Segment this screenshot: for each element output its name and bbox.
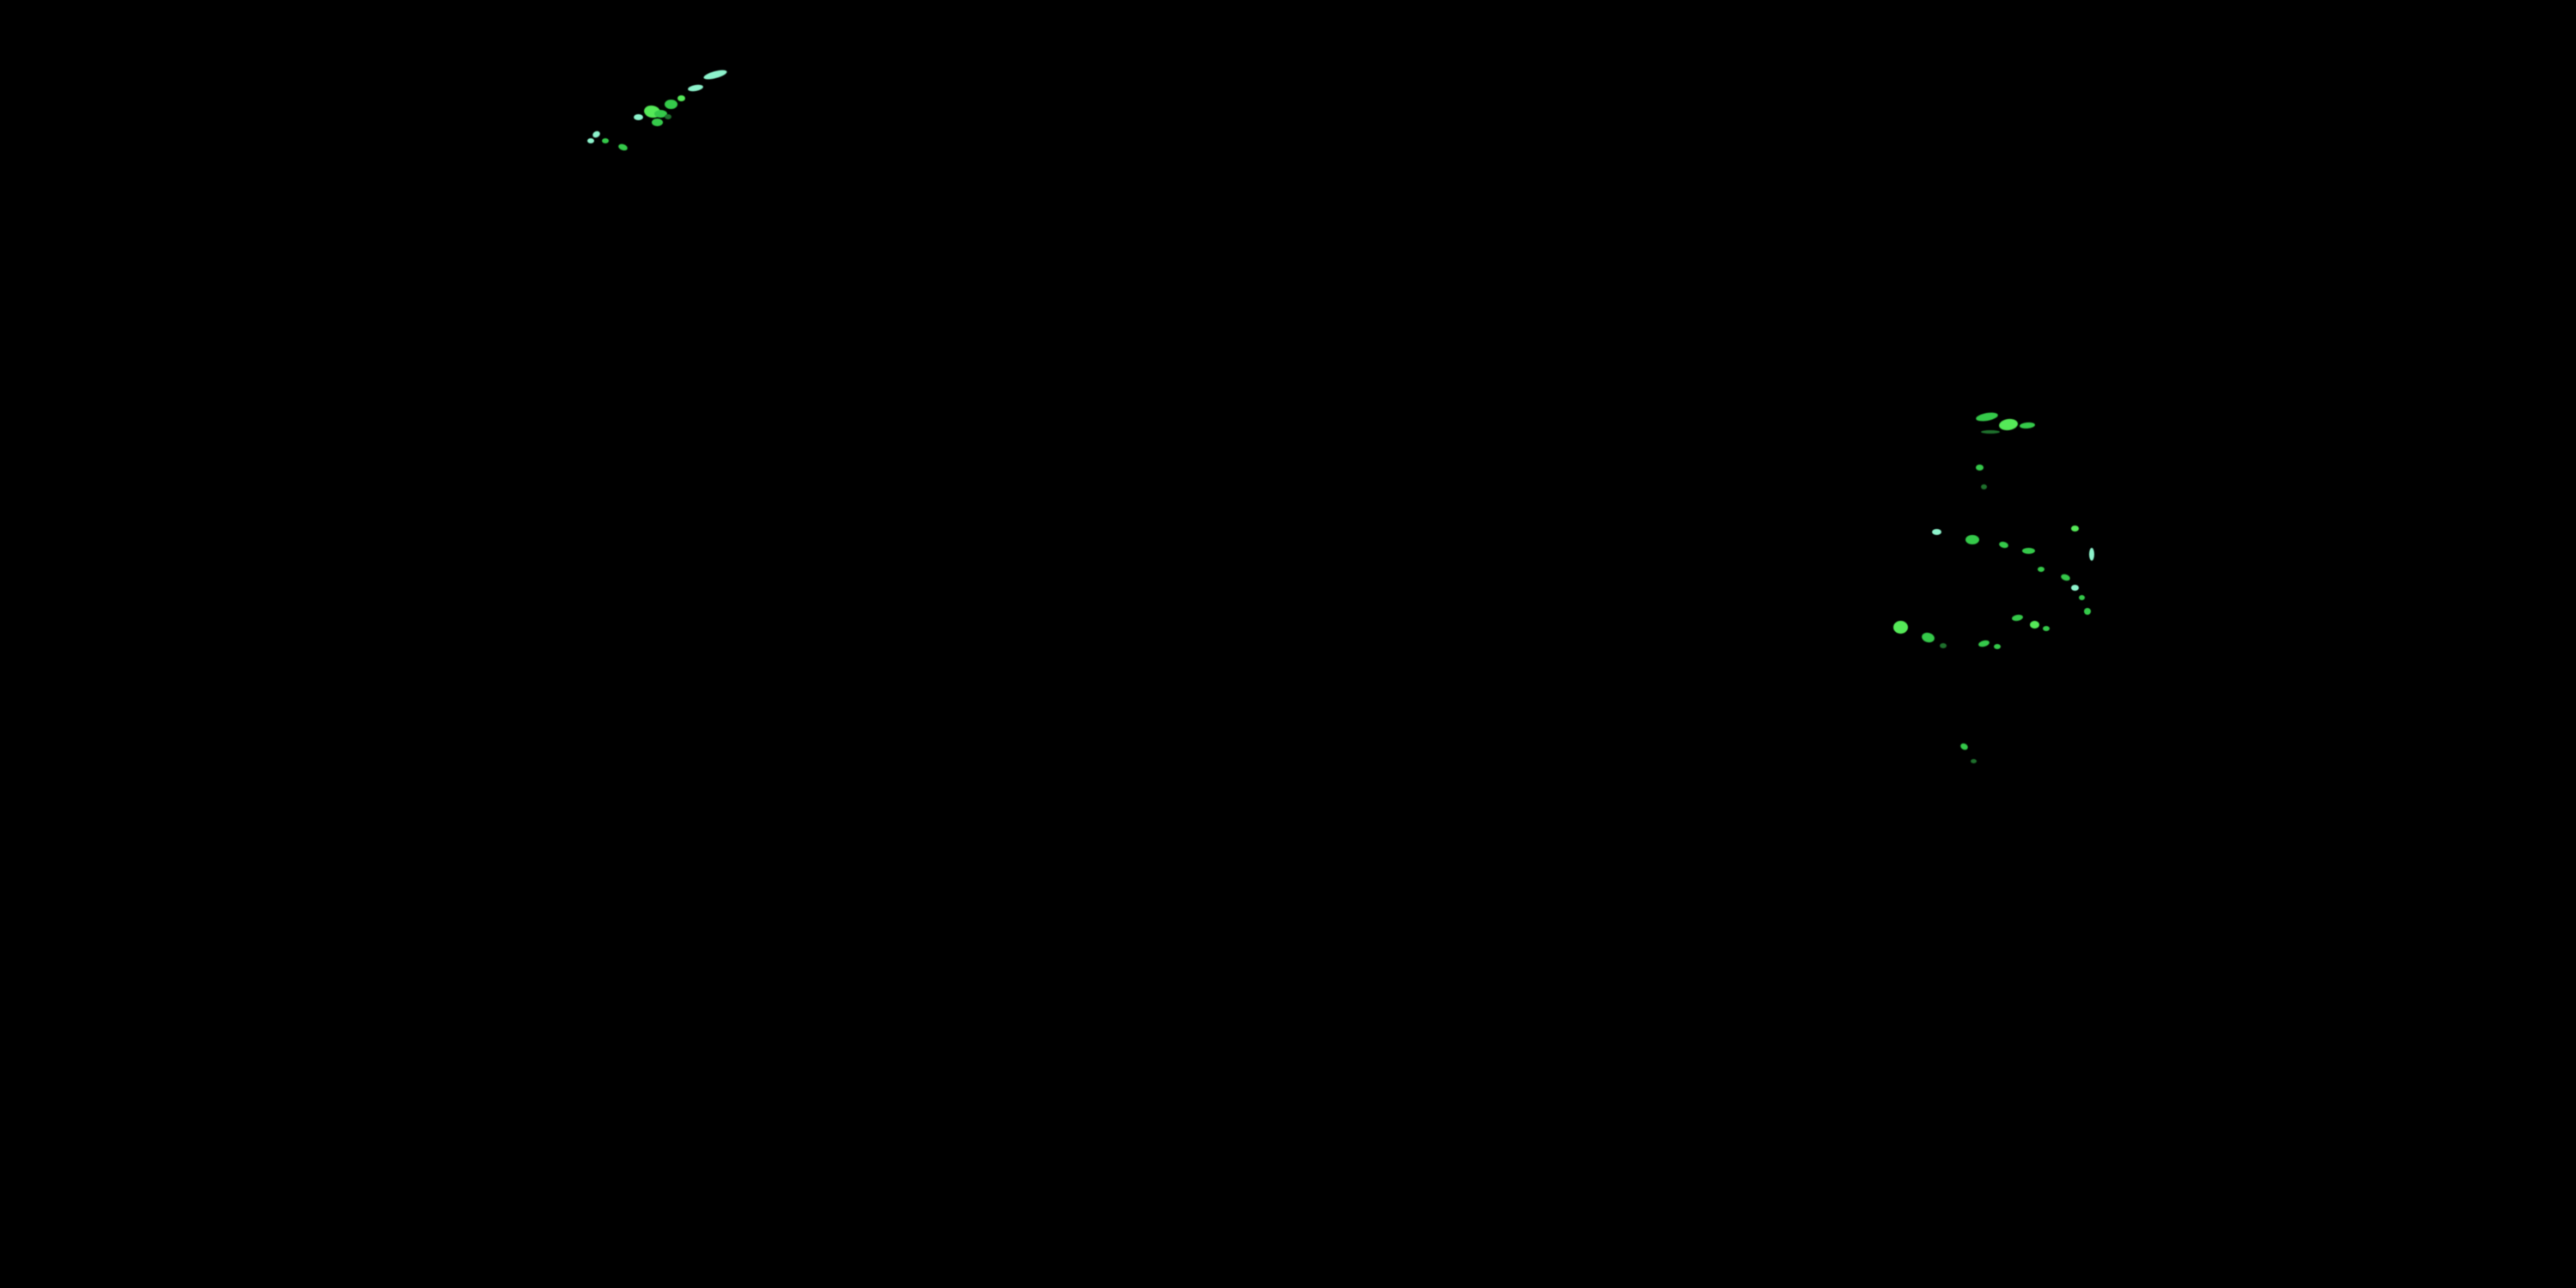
speck (2089, 547, 2094, 561)
speck (1959, 741, 1970, 751)
speck (601, 137, 609, 143)
speck (587, 137, 594, 143)
speck (1998, 541, 2009, 550)
speck (2071, 585, 2079, 591)
speck (2022, 547, 2035, 554)
speck (2084, 608, 2091, 615)
speck (634, 114, 643, 121)
speck (1965, 534, 1979, 544)
speck (1998, 417, 2019, 431)
speck (1920, 630, 1936, 644)
speck (677, 95, 685, 101)
speck (2060, 573, 2071, 582)
speck (1981, 430, 2000, 434)
speck (1975, 411, 1999, 423)
speck (687, 83, 704, 93)
speck (2011, 613, 2024, 622)
speck (665, 114, 671, 120)
speck (2030, 621, 2039, 629)
speck (702, 68, 728, 81)
speck (1975, 465, 1984, 471)
speck (1940, 642, 1947, 648)
speck (2019, 422, 2036, 429)
speck (2038, 567, 2044, 572)
speck (2078, 595, 2085, 600)
speck (654, 110, 667, 118)
speck (1994, 644, 2001, 649)
speck (1971, 758, 1977, 763)
speck (665, 99, 677, 109)
speck (2071, 526, 2079, 532)
speck (1893, 621, 1908, 634)
speck (1981, 483, 1987, 489)
speck (617, 143, 629, 152)
speck (1932, 529, 1941, 536)
speck (1978, 638, 1990, 648)
speck (652, 118, 663, 126)
speck (2043, 626, 2050, 631)
